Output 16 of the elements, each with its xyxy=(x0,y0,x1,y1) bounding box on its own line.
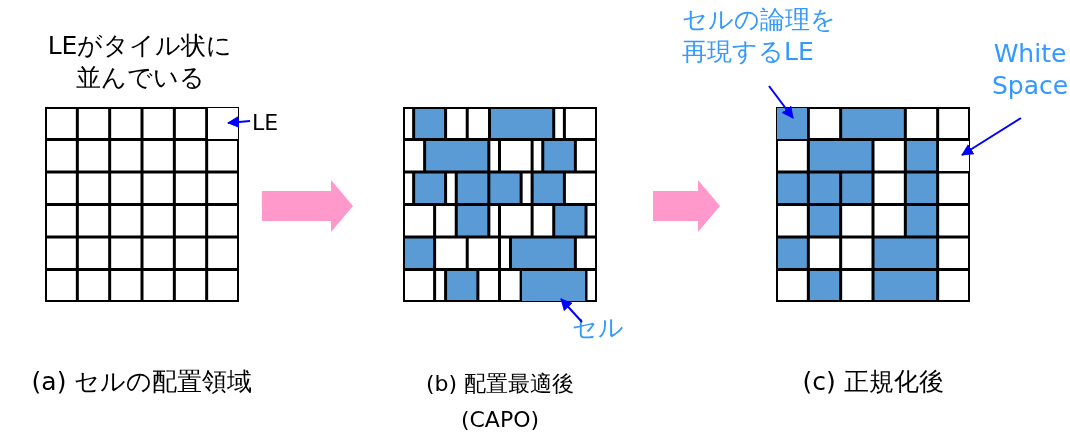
callout-label: セル xyxy=(572,312,624,344)
caption: (a) セルの配置領域 xyxy=(30,366,254,398)
logic-block xyxy=(776,107,809,140)
leader-line xyxy=(560,298,583,323)
block-arrow xyxy=(262,180,353,232)
caption: (b) 配置最適後 (CAPO) xyxy=(424,370,576,434)
callout-label: LE xyxy=(252,107,279,139)
logic-block xyxy=(521,269,586,302)
callout-label: セルの論理を再現するLE xyxy=(682,4,852,68)
leader-line xyxy=(227,116,251,128)
leader-line xyxy=(961,117,1022,156)
heading-note: LEがタイル状に並んでいる xyxy=(46,30,234,94)
callout-label: White Space xyxy=(992,38,1068,102)
leader-line xyxy=(768,85,794,119)
block-arrow xyxy=(653,180,720,232)
caption: (c) 正規化後 xyxy=(801,366,945,398)
